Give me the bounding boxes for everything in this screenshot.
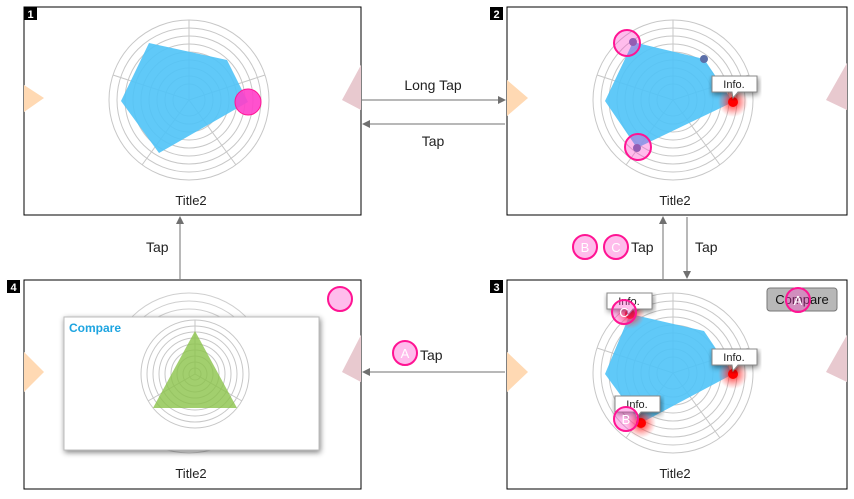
arrow-p2-to-p3: Tap [683, 217, 718, 279]
svg-text:A: A [794, 293, 803, 308]
marker-b-legend: B [572, 234, 598, 260]
arrow-label: Long Tap [404, 77, 462, 93]
panel-number: 2 [493, 9, 499, 21]
ghost-chart-left [507, 352, 528, 392]
panel-2: Info. 2 Title2 [490, 6, 848, 216]
tooltip-text: Info. [723, 79, 744, 91]
tooltip: Info. [711, 348, 758, 373]
arrow-label: Tap [695, 239, 718, 255]
panel-1: 1 Title2 [23, 6, 362, 216]
ghost-chart-right [342, 65, 361, 110]
ghost-chart-left [507, 80, 528, 116]
chart-title: Title2 [659, 466, 690, 481]
arrow-p3-to-p4: A Tap [362, 340, 505, 376]
radar-area [605, 42, 733, 148]
arrow-p2-to-p1: Tap [362, 120, 505, 149]
pink-touch-marker-a: A [785, 287, 811, 313]
ghost-chart-right [826, 63, 847, 110]
arrow-p1-to-p2: Long Tap [362, 77, 506, 104]
svg-text:C: C [619, 305, 628, 320]
ghost-chart-right [342, 335, 361, 382]
compare-popup-title: Compare [69, 321, 121, 335]
data-point [633, 144, 641, 152]
radar-area [121, 43, 248, 153]
panel-number: 3 [493, 282, 499, 294]
marker-c-legend: C [603, 234, 629, 260]
svg-text:C: C [611, 240, 620, 255]
tooltip-text: Info. [723, 352, 744, 364]
selected-point [728, 369, 738, 379]
arrow-label: Tap [422, 133, 445, 149]
ghost-chart-right [826, 335, 847, 382]
panel-number: 4 [10, 282, 17, 294]
chart-title: Title2 [659, 193, 690, 208]
chart-title: Title2 [175, 466, 206, 481]
pink-touch-marker [613, 29, 641, 57]
data-point [629, 38, 637, 46]
pink-touch-marker-c: C [611, 299, 637, 325]
panel-number: 1 [27, 9, 33, 21]
arrow-p4-to-p1: Tap [146, 216, 184, 279]
pink-touch-marker [327, 286, 353, 312]
arrow-label: Tap [420, 347, 443, 363]
svg-text:A: A [401, 346, 410, 361]
svg-text:B: B [622, 412, 631, 427]
selected-point [728, 97, 738, 107]
arrow-label: Tap [146, 239, 169, 255]
svg-text:B: B [581, 240, 590, 255]
data-point [700, 55, 708, 63]
pink-touch-marker [624, 133, 652, 161]
compare-radar-area [153, 331, 237, 408]
marker-a-legend: A [392, 340, 418, 366]
arrow-label: Tap [631, 239, 654, 255]
arrow-p3-to-p2: B C Tap [572, 216, 667, 279]
compare-button[interactable]: Compare [766, 287, 838, 312]
pink-touch-marker [234, 88, 262, 116]
compare-popup: Compare [63, 316, 320, 451]
ghost-chart-left [24, 85, 44, 112]
compare-button-label: Compare [775, 292, 828, 307]
panel-3: Info. Info. Info. C B Compare [490, 279, 848, 490]
chart-title: Title2 [175, 193, 206, 208]
panel-4: Compare 4 Title2 [7, 279, 362, 490]
pink-touch-marker-b: B [613, 406, 639, 432]
tooltip: Info. [711, 75, 758, 100]
ghost-chart-left [24, 352, 44, 392]
